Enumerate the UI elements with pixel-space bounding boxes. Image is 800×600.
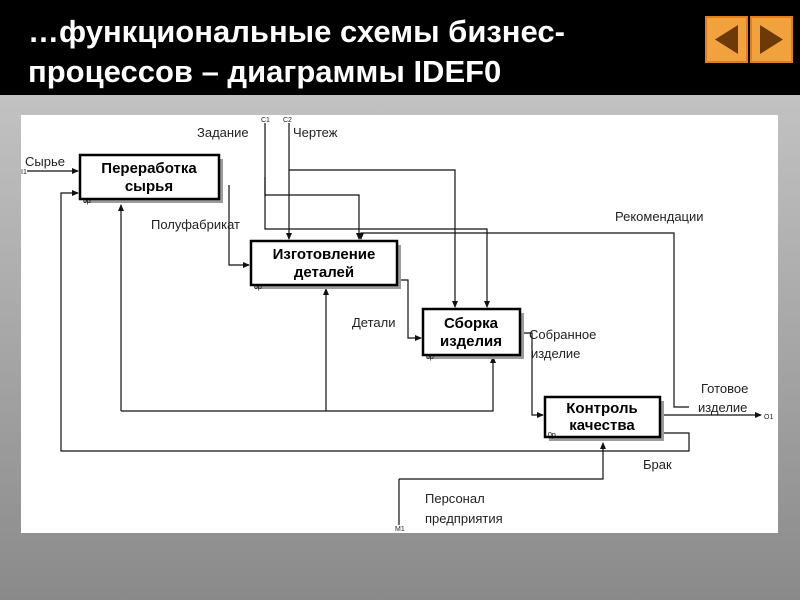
arrow-staff-to-quality xyxy=(399,442,606,480)
label-staff-2: предприятия xyxy=(425,511,503,526)
label-finished-1: Готовое xyxy=(701,381,748,396)
code-c2: C2 xyxy=(283,117,292,124)
title-line-2: процессов – диаграммы IDEF0 xyxy=(28,54,502,89)
label-parts: Детали xyxy=(352,315,396,330)
diagram-canvas: Переработка сырья 0р Изготовление детале… xyxy=(21,117,773,533)
box-title-line-2: качества xyxy=(569,417,635,434)
box-number: 0р xyxy=(254,284,262,291)
slide-title: …функциональные схемы бизнес- процессов … xyxy=(28,12,688,92)
arrow-drawing-to-assembly xyxy=(289,169,458,308)
label-finished-2: изделие xyxy=(698,400,747,415)
arrow-task-control xyxy=(264,123,362,240)
arrow-staff-to-assembly xyxy=(121,356,496,412)
box-title-line-2: сырья xyxy=(125,178,173,195)
box-number: 0р xyxy=(83,198,91,205)
triangle-right-icon xyxy=(760,25,783,54)
label-assembled-1: Собранное xyxy=(529,327,596,342)
arrow-parts xyxy=(399,279,422,341)
box-title-line-2: изделия xyxy=(440,333,502,350)
arrow-recommendations xyxy=(358,232,689,408)
arrow-task-to-assembly xyxy=(264,177,490,308)
label-staff-1: Персонал xyxy=(425,491,485,506)
box-title-line-1: Переработка xyxy=(101,160,197,177)
label-raw: Сырье xyxy=(25,154,65,169)
arrow-labels: Сырье Задание Чертеж Полуфабрикат Рекоме… xyxy=(25,125,748,526)
label-task: Задание xyxy=(197,125,249,140)
box-title-line-1: Изготовление xyxy=(273,246,376,263)
box-quality-control: Контроль качества 0р xyxy=(543,395,664,441)
idef0-diagram: Переработка сырья 0р Изготовление детале… xyxy=(21,115,778,533)
box-frame xyxy=(421,307,522,357)
label-defect: Брак xyxy=(643,457,672,472)
code-i1: I1 xyxy=(21,169,27,176)
arrow-codes: I1 C1 C2 O1 M1 xyxy=(21,117,773,533)
box-product-assembly: Сборка изделия 0р xyxy=(421,307,524,361)
box-frame xyxy=(78,153,221,201)
arrow-semi-product xyxy=(228,185,250,268)
label-drawing: Чертеж xyxy=(293,125,338,140)
box-parts-manufacturing: Изготовление деталей 0р xyxy=(249,239,401,291)
label-assembled-2: изделие xyxy=(531,346,580,361)
triangle-left-icon xyxy=(715,25,738,54)
diagram-arrows xyxy=(27,123,762,525)
next-slide-button[interactable] xyxy=(750,16,793,63)
box-frame xyxy=(249,239,399,287)
box-title-line-2: деталей xyxy=(294,264,354,281)
box-frame xyxy=(543,395,662,439)
previous-slide-button[interactable] xyxy=(705,16,748,63)
box-number: 0р xyxy=(548,432,556,439)
box-title-line-1: Сборка xyxy=(444,315,499,332)
box-raw-processing: Переработка сырья 0р xyxy=(78,153,223,205)
code-c1: C1 xyxy=(261,117,270,124)
arrow-defect-feedback xyxy=(60,190,690,452)
arrow-assembled-product xyxy=(520,332,544,418)
title-line-1: …функциональные схемы бизнес- xyxy=(28,14,565,49)
code-o1: O1 xyxy=(764,414,773,421)
label-recommendations: Рекомендации xyxy=(615,209,704,224)
code-m1: M1 xyxy=(395,526,405,533)
box-title-line-1: Контроль xyxy=(566,400,637,417)
box-number: 0р xyxy=(426,354,434,361)
label-semi-product: Полуфабрикат xyxy=(151,217,240,232)
